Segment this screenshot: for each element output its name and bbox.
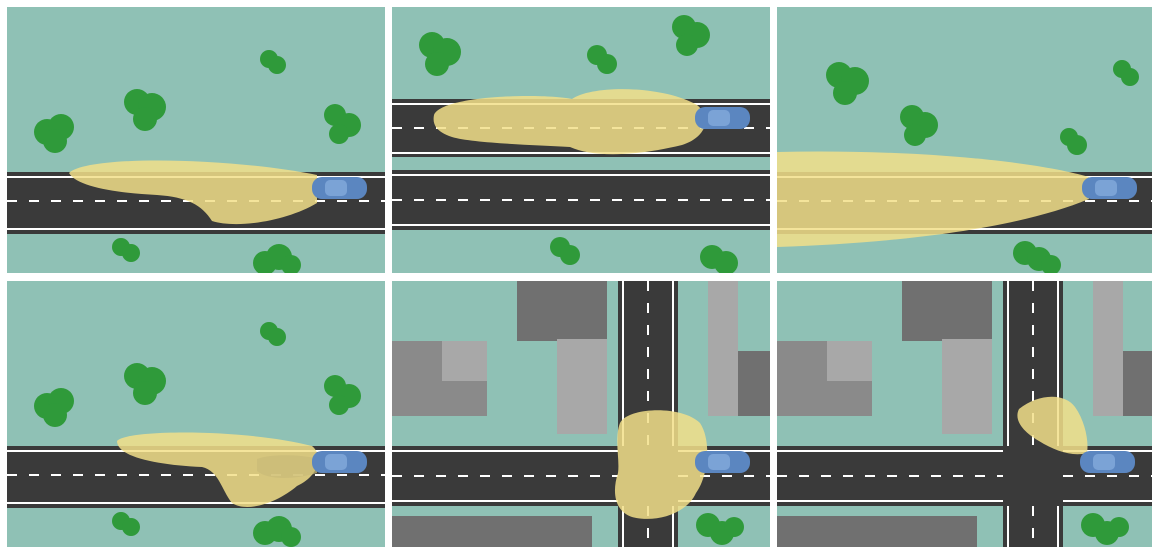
panel-straight-road-low-beam <box>7 281 385 547</box>
panel-two-lane-road <box>392 7 770 273</box>
building <box>738 351 770 416</box>
panel-6-scene <box>777 281 1152 547</box>
panel-4-scene <box>7 281 385 547</box>
car-roof <box>708 454 730 470</box>
building <box>942 339 992 434</box>
building <box>442 341 487 381</box>
building <box>392 516 592 547</box>
panel-1-scene <box>7 7 385 273</box>
car-roof <box>1095 180 1117 196</box>
panel-straight-road-1 <box>7 7 385 273</box>
beam-shadow <box>257 455 317 478</box>
car-roof <box>325 180 347 196</box>
road-bottom <box>392 170 770 230</box>
building <box>827 341 872 381</box>
building <box>1093 281 1123 416</box>
car-roof <box>325 454 347 470</box>
panel-3-scene <box>777 7 1152 273</box>
panel-2-scene <box>392 7 770 273</box>
panel-intersection-cornering-beam <box>777 281 1152 547</box>
building <box>557 339 607 434</box>
car-roof <box>1093 454 1115 470</box>
panel-intersection-round-beam <box>392 281 770 547</box>
panel-straight-road-high-beam <box>777 7 1152 273</box>
building <box>708 281 738 416</box>
building <box>777 516 977 547</box>
panel-5-scene <box>392 281 770 547</box>
building <box>902 281 992 341</box>
building <box>1123 351 1152 416</box>
car-roof <box>708 110 730 126</box>
building <box>517 281 607 341</box>
